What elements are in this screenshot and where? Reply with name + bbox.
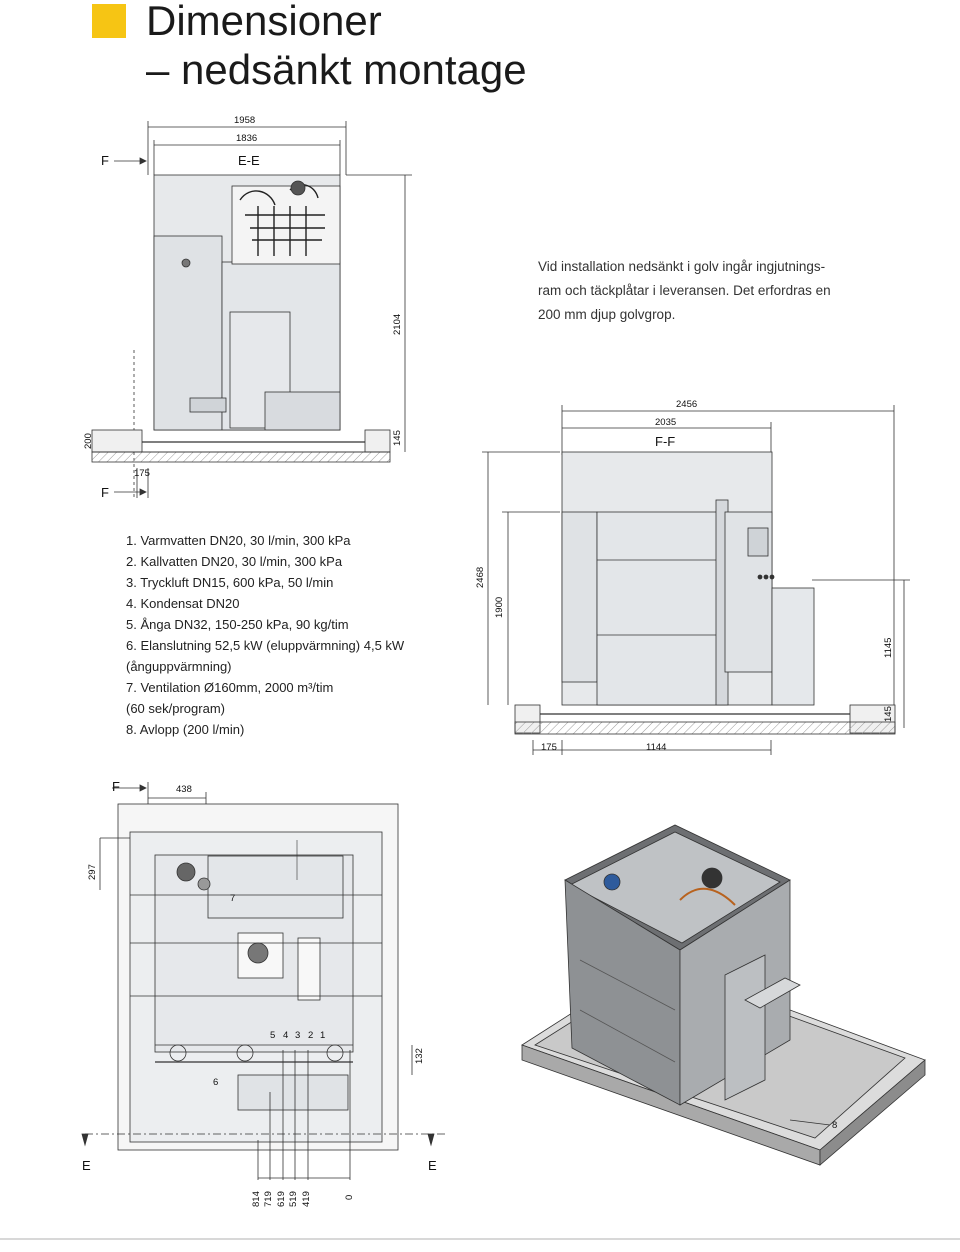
dim-label: 2104	[392, 313, 403, 335]
list-item: 7. Ventilation Ø160mm, 2000 m³/tim	[126, 680, 334, 695]
dim-label: 1145	[883, 637, 894, 658]
note-line-3: 200 mm djup golvgrop.	[538, 307, 676, 322]
dim-label: 719	[263, 1191, 274, 1207]
section-marker: E	[82, 1158, 91, 1173]
dim-label: 145	[883, 706, 894, 722]
dim-label: 1144	[646, 742, 667, 753]
note-line-1: Vid installation nedsänkt i golv ingår i…	[538, 259, 826, 274]
callout-label: 7	[230, 893, 236, 904]
list-item: 4. Kondensat DN20	[126, 596, 240, 611]
dim-label: 619	[276, 1191, 287, 1207]
connections-list: 1. Varmvatten DN20, 30 l/min, 300 kPa 2.…	[126, 530, 404, 740]
dim-label: 2035	[655, 417, 677, 428]
dim-label: 175	[541, 742, 557, 753]
callout-label: 5	[270, 1030, 276, 1041]
page-title: Dimensioner	[146, 0, 382, 44]
front-view-drawing	[91, 121, 412, 500]
section-label: F-F	[655, 434, 676, 449]
section-marker: F	[101, 485, 109, 500]
section-marker: F	[112, 779, 120, 794]
dim-label: 200	[83, 433, 94, 449]
dim-label: 297	[87, 864, 98, 880]
list-item: 3. Tryckluft DN15, 600 kPa, 50 l/min	[126, 575, 334, 590]
dim-label: 814	[251, 1191, 262, 1207]
list-item: (60 sek/program)	[126, 701, 225, 716]
iso-view-drawing	[521, 824, 926, 1166]
section-marker: F	[101, 153, 109, 168]
callout-label: 1	[320, 1030, 326, 1041]
page-subtitle: – nedsänkt montage	[146, 46, 527, 93]
dim-label: 2468	[475, 566, 486, 588]
list-item: 6. Elanslutning 52,5 kW (eluppvärmning) …	[126, 638, 405, 653]
list-item: (ånguppvärmning)	[126, 659, 232, 674]
dim-label: 2456	[676, 399, 698, 410]
dim-label: 519	[288, 1191, 299, 1207]
dim-label: 145	[392, 430, 403, 446]
title-accent-square	[92, 4, 126, 38]
callout-label: 3	[295, 1030, 301, 1041]
callout-label: 2	[308, 1030, 314, 1041]
list-item: 2. Kallvatten DN20, 30 l/min, 300 kPa	[126, 554, 343, 569]
bottom-rule	[0, 1238, 960, 1240]
side-view-drawing	[482, 405, 910, 755]
dim-label: 438	[176, 784, 192, 795]
dim-label: 1958	[234, 115, 256, 126]
dim-label: 132	[414, 1048, 425, 1064]
dim-label: 0	[344, 1194, 355, 1200]
section-marker: E	[428, 1158, 437, 1173]
note-line-2: ram och täckplåtar i leveransen. Det erf…	[538, 283, 831, 298]
callout-label: 8	[832, 1120, 838, 1131]
plan-view-drawing	[81, 782, 445, 1180]
list-item: 5. Ånga DN32, 150-250 kPa, 90 kg/tim	[126, 617, 349, 632]
section-label: E-E	[238, 153, 260, 168]
list-item: 8. Avlopp (200 l/min)	[126, 722, 245, 737]
callout-label: 4	[283, 1030, 289, 1041]
dim-label: 1900	[494, 596, 505, 618]
dim-label: 419	[301, 1191, 312, 1207]
list-item: 1. Varmvatten DN20, 30 l/min, 300 kPa	[126, 533, 351, 548]
dim-label: 175	[134, 468, 150, 479]
callout-label: 6	[213, 1077, 219, 1088]
dim-label: 1836	[236, 133, 258, 144]
